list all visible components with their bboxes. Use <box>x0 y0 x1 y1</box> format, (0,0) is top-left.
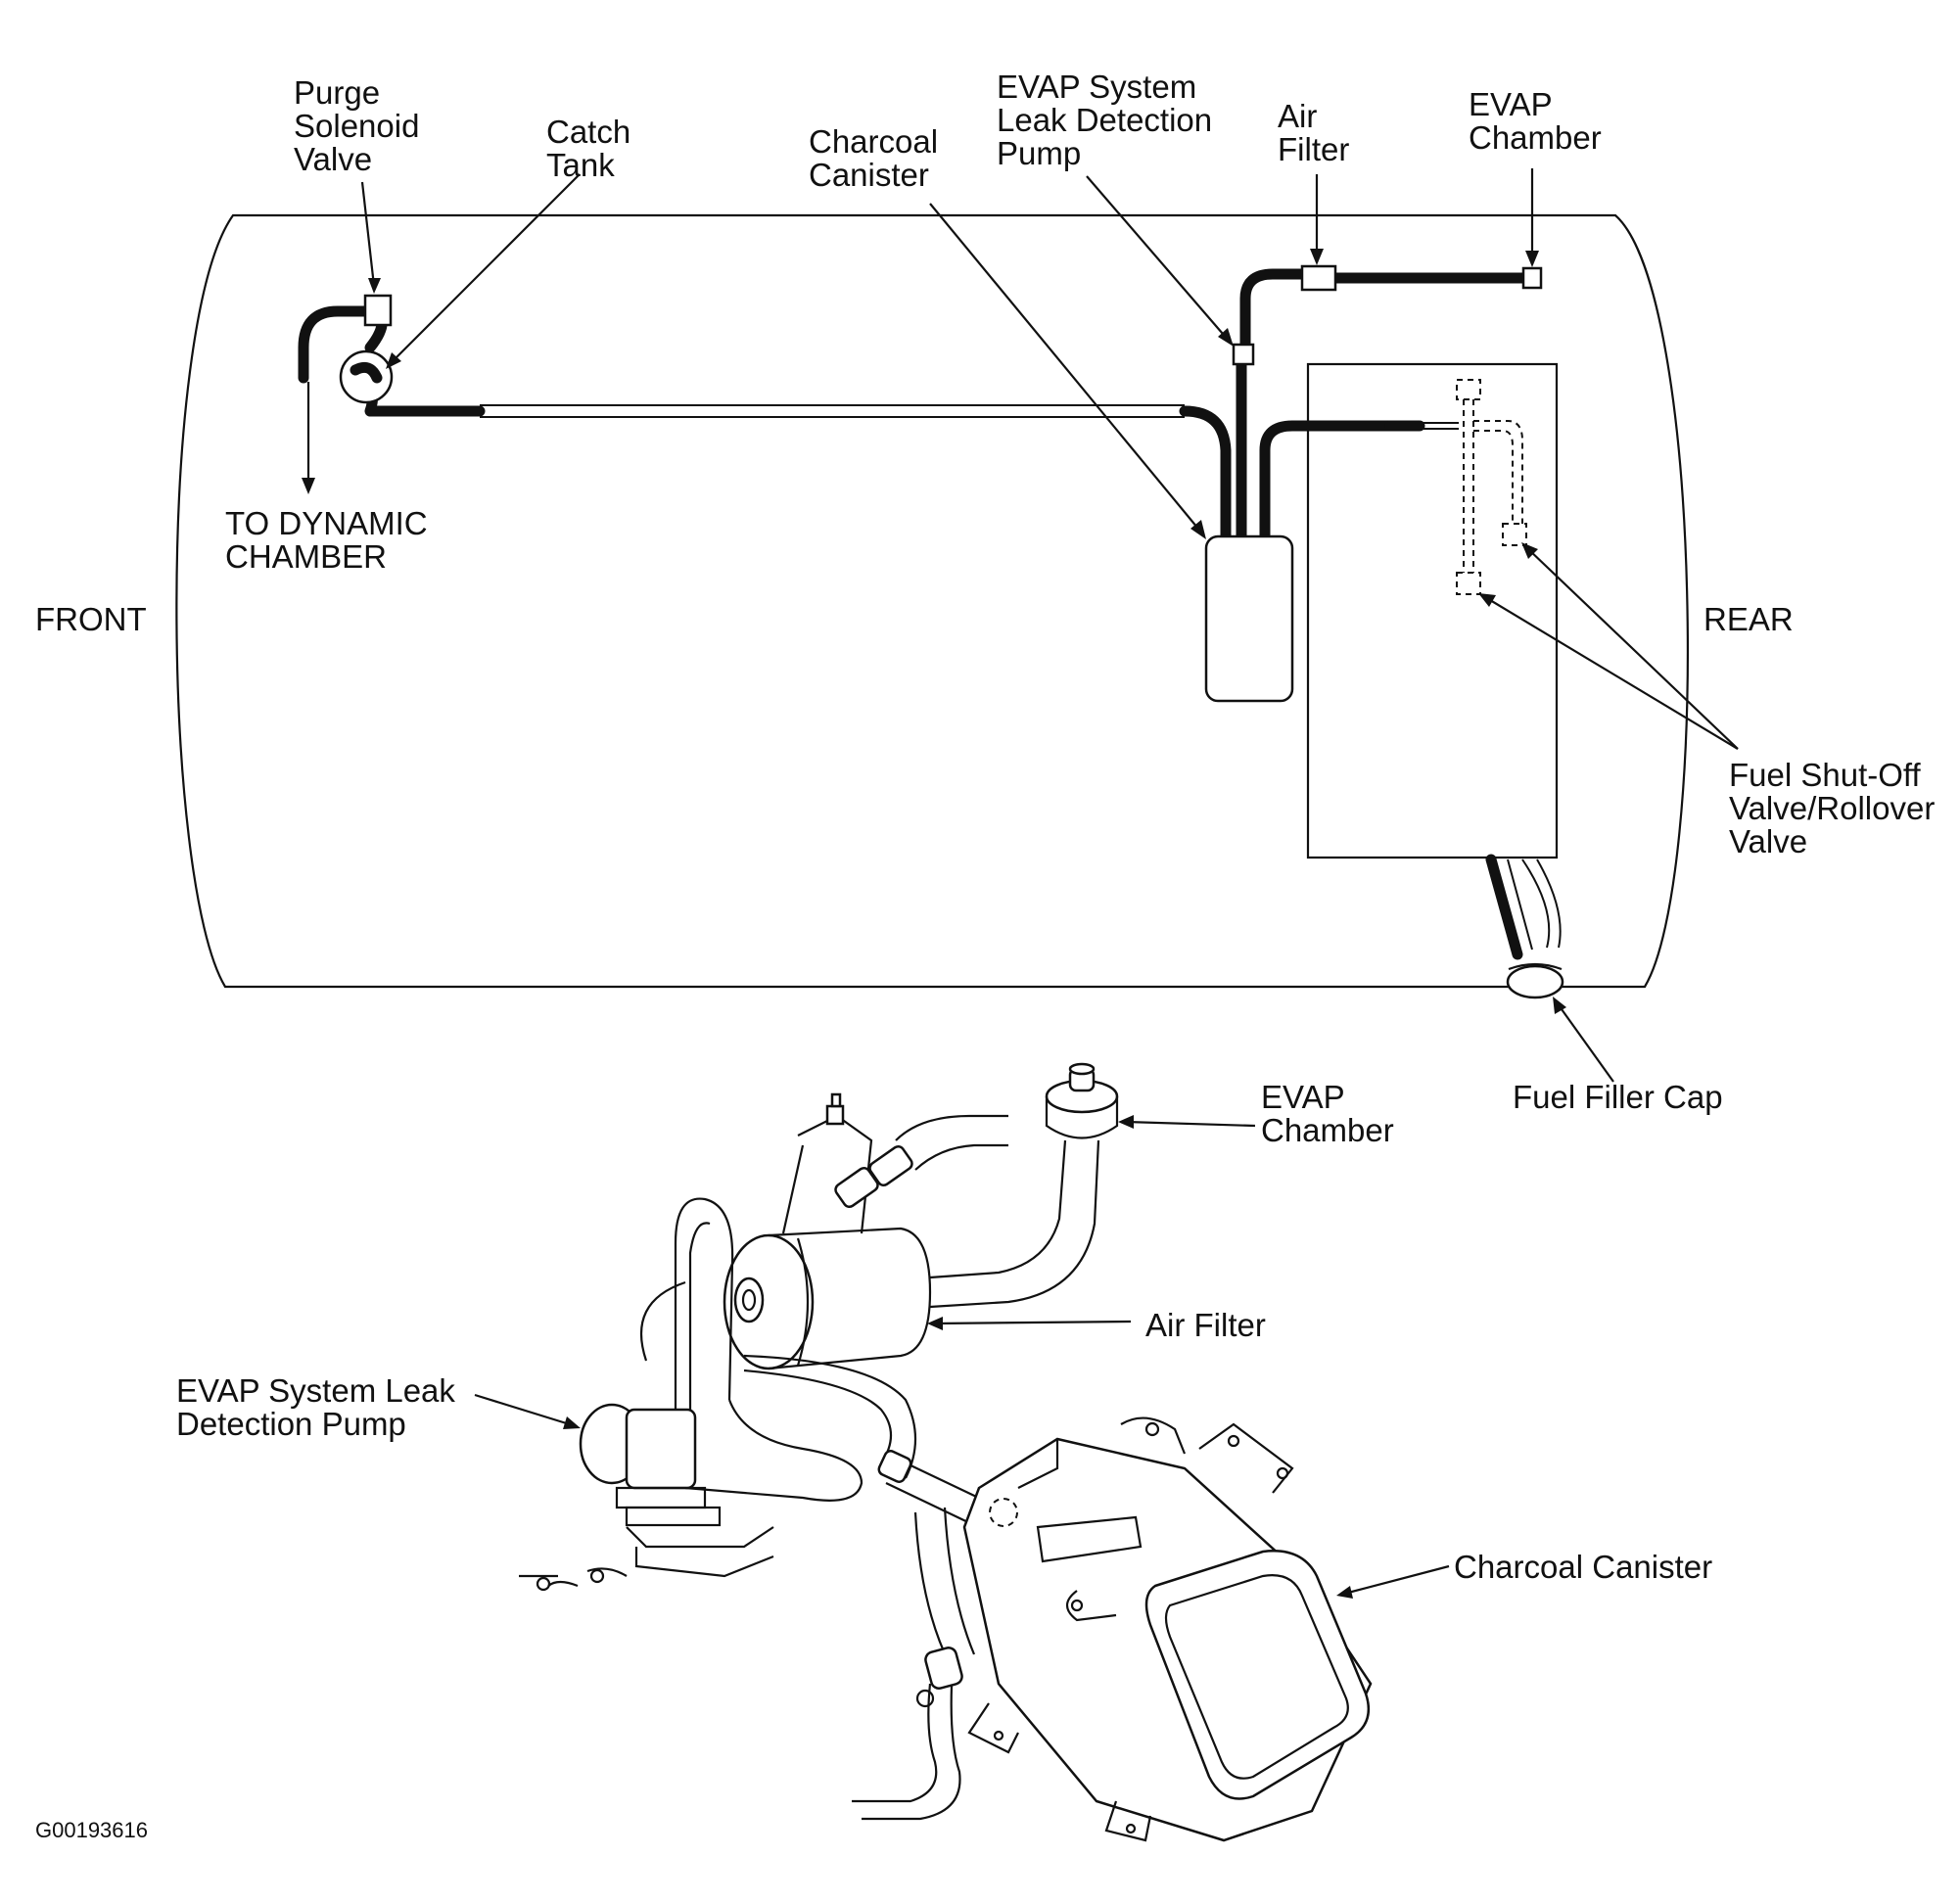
charcoal-canister-part <box>962 1416 1373 1842</box>
label-charcoal-canister-bottom: Charcoal Canister <box>1454 1549 1713 1585</box>
label-rear: REAR <box>1703 601 1794 637</box>
fuel-filler-cap <box>1506 964 1564 999</box>
label-catch-tank: Catch Tank <box>546 114 631 183</box>
label-evap-chamber-top: EVAP Chamber <box>1469 86 1602 156</box>
evap-assembly-illustration <box>474 1062 1450 1842</box>
label-to-dynamic-chamber: TO DYNAMIC CHAMBER <box>225 505 428 575</box>
charcoal-canister <box>1204 534 1294 703</box>
label-purge-solenoid-valve: Purge Solenoid Valve <box>294 74 420 177</box>
vapor-line <box>480 404 1232 544</box>
evap-chamber <box>1521 266 1543 290</box>
label-evap-leak-pump-bottom: EVAP System Leak Detection Pump <box>176 1372 455 1442</box>
label-air-filter-top: Air Filter <box>1278 98 1350 167</box>
top-leader-lines <box>302 168 1739 1083</box>
evap-chamber-part <box>929 1062 1119 1309</box>
label-fuel-filler-cap: Fuel Filler Cap <box>1513 1079 1723 1115</box>
air-filter-part <box>723 1227 932 1370</box>
filler-neck-tube <box>1485 854 1562 960</box>
figure-code: G00193616 <box>35 1818 148 1842</box>
label-charcoal-canister-top: Charcoal Canister <box>809 123 939 193</box>
filler-neck-panel <box>1306 362 1559 859</box>
leak-detection-pump <box>1232 343 1255 366</box>
purge-solenoid-valve <box>363 294 393 327</box>
label-air-filter-bottom: Air Filter <box>1145 1307 1266 1343</box>
catch-tank <box>339 349 394 404</box>
air-filter <box>1300 264 1337 292</box>
label-evap-leak-pump-top: EVAP System Leak Detection Pump <box>997 69 1213 171</box>
fuel-tank-outline <box>175 213 1689 989</box>
canister-vent-lines <box>1236 268 1533 544</box>
label-front: FRONT <box>35 601 147 637</box>
leak-detection-pump-part <box>519 1403 774 1592</box>
rollover-valves <box>1456 379 1527 595</box>
label-fuel-shutoff-valve: Fuel Shut-Off Valve/Rollover Valve <box>1729 757 1936 859</box>
label-evap-chamber-bottom: EVAP Chamber <box>1261 1079 1394 1148</box>
